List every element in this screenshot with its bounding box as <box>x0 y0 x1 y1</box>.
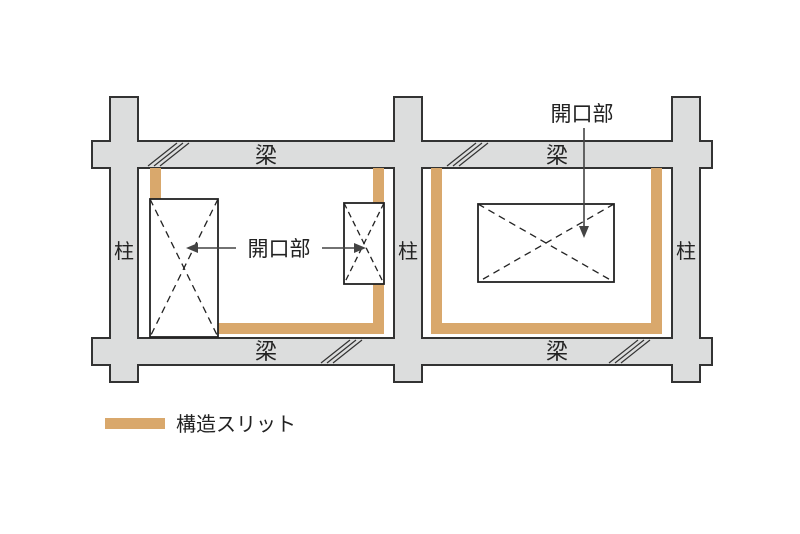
frame-outline <box>91 96 713 383</box>
slit-right-bay-left <box>431 168 442 334</box>
column-label-right: 柱 <box>676 239 696 263</box>
arrow-down-head <box>579 226 589 238</box>
legend-slit-label: 構造スリット <box>176 412 296 436</box>
column-label-left: 柱 <box>114 239 134 263</box>
beam-label-bottom-left: 梁 <box>255 340 277 365</box>
beam-label-top-right: 梁 <box>546 144 568 169</box>
slit-right-bay-bottom <box>431 323 662 334</box>
arrow-right-head <box>354 243 366 253</box>
legend: 構造スリット <box>105 412 296 436</box>
slit-left-bay-bottom <box>218 323 384 334</box>
legend-slit-swatch <box>105 418 165 429</box>
column-label-middle: 柱 <box>398 239 418 263</box>
opening-arrows <box>186 128 589 253</box>
structural-frame <box>91 96 713 383</box>
opening-label-right: 開口部 <box>551 102 614 126</box>
opening-wide <box>477 203 615 283</box>
beam-label-bottom-right: 梁 <box>546 340 568 365</box>
beam-hatch-marks <box>147 142 651 364</box>
opening-small <box>343 202 385 285</box>
opening-label-left: 開口部 <box>248 237 311 261</box>
slit-left-bay-left <box>150 168 161 200</box>
opening-tall <box>149 198 219 338</box>
beam-label-top-left: 梁 <box>255 144 277 169</box>
arrow-left-head <box>186 243 198 253</box>
slit-right-bay-right <box>651 168 662 334</box>
